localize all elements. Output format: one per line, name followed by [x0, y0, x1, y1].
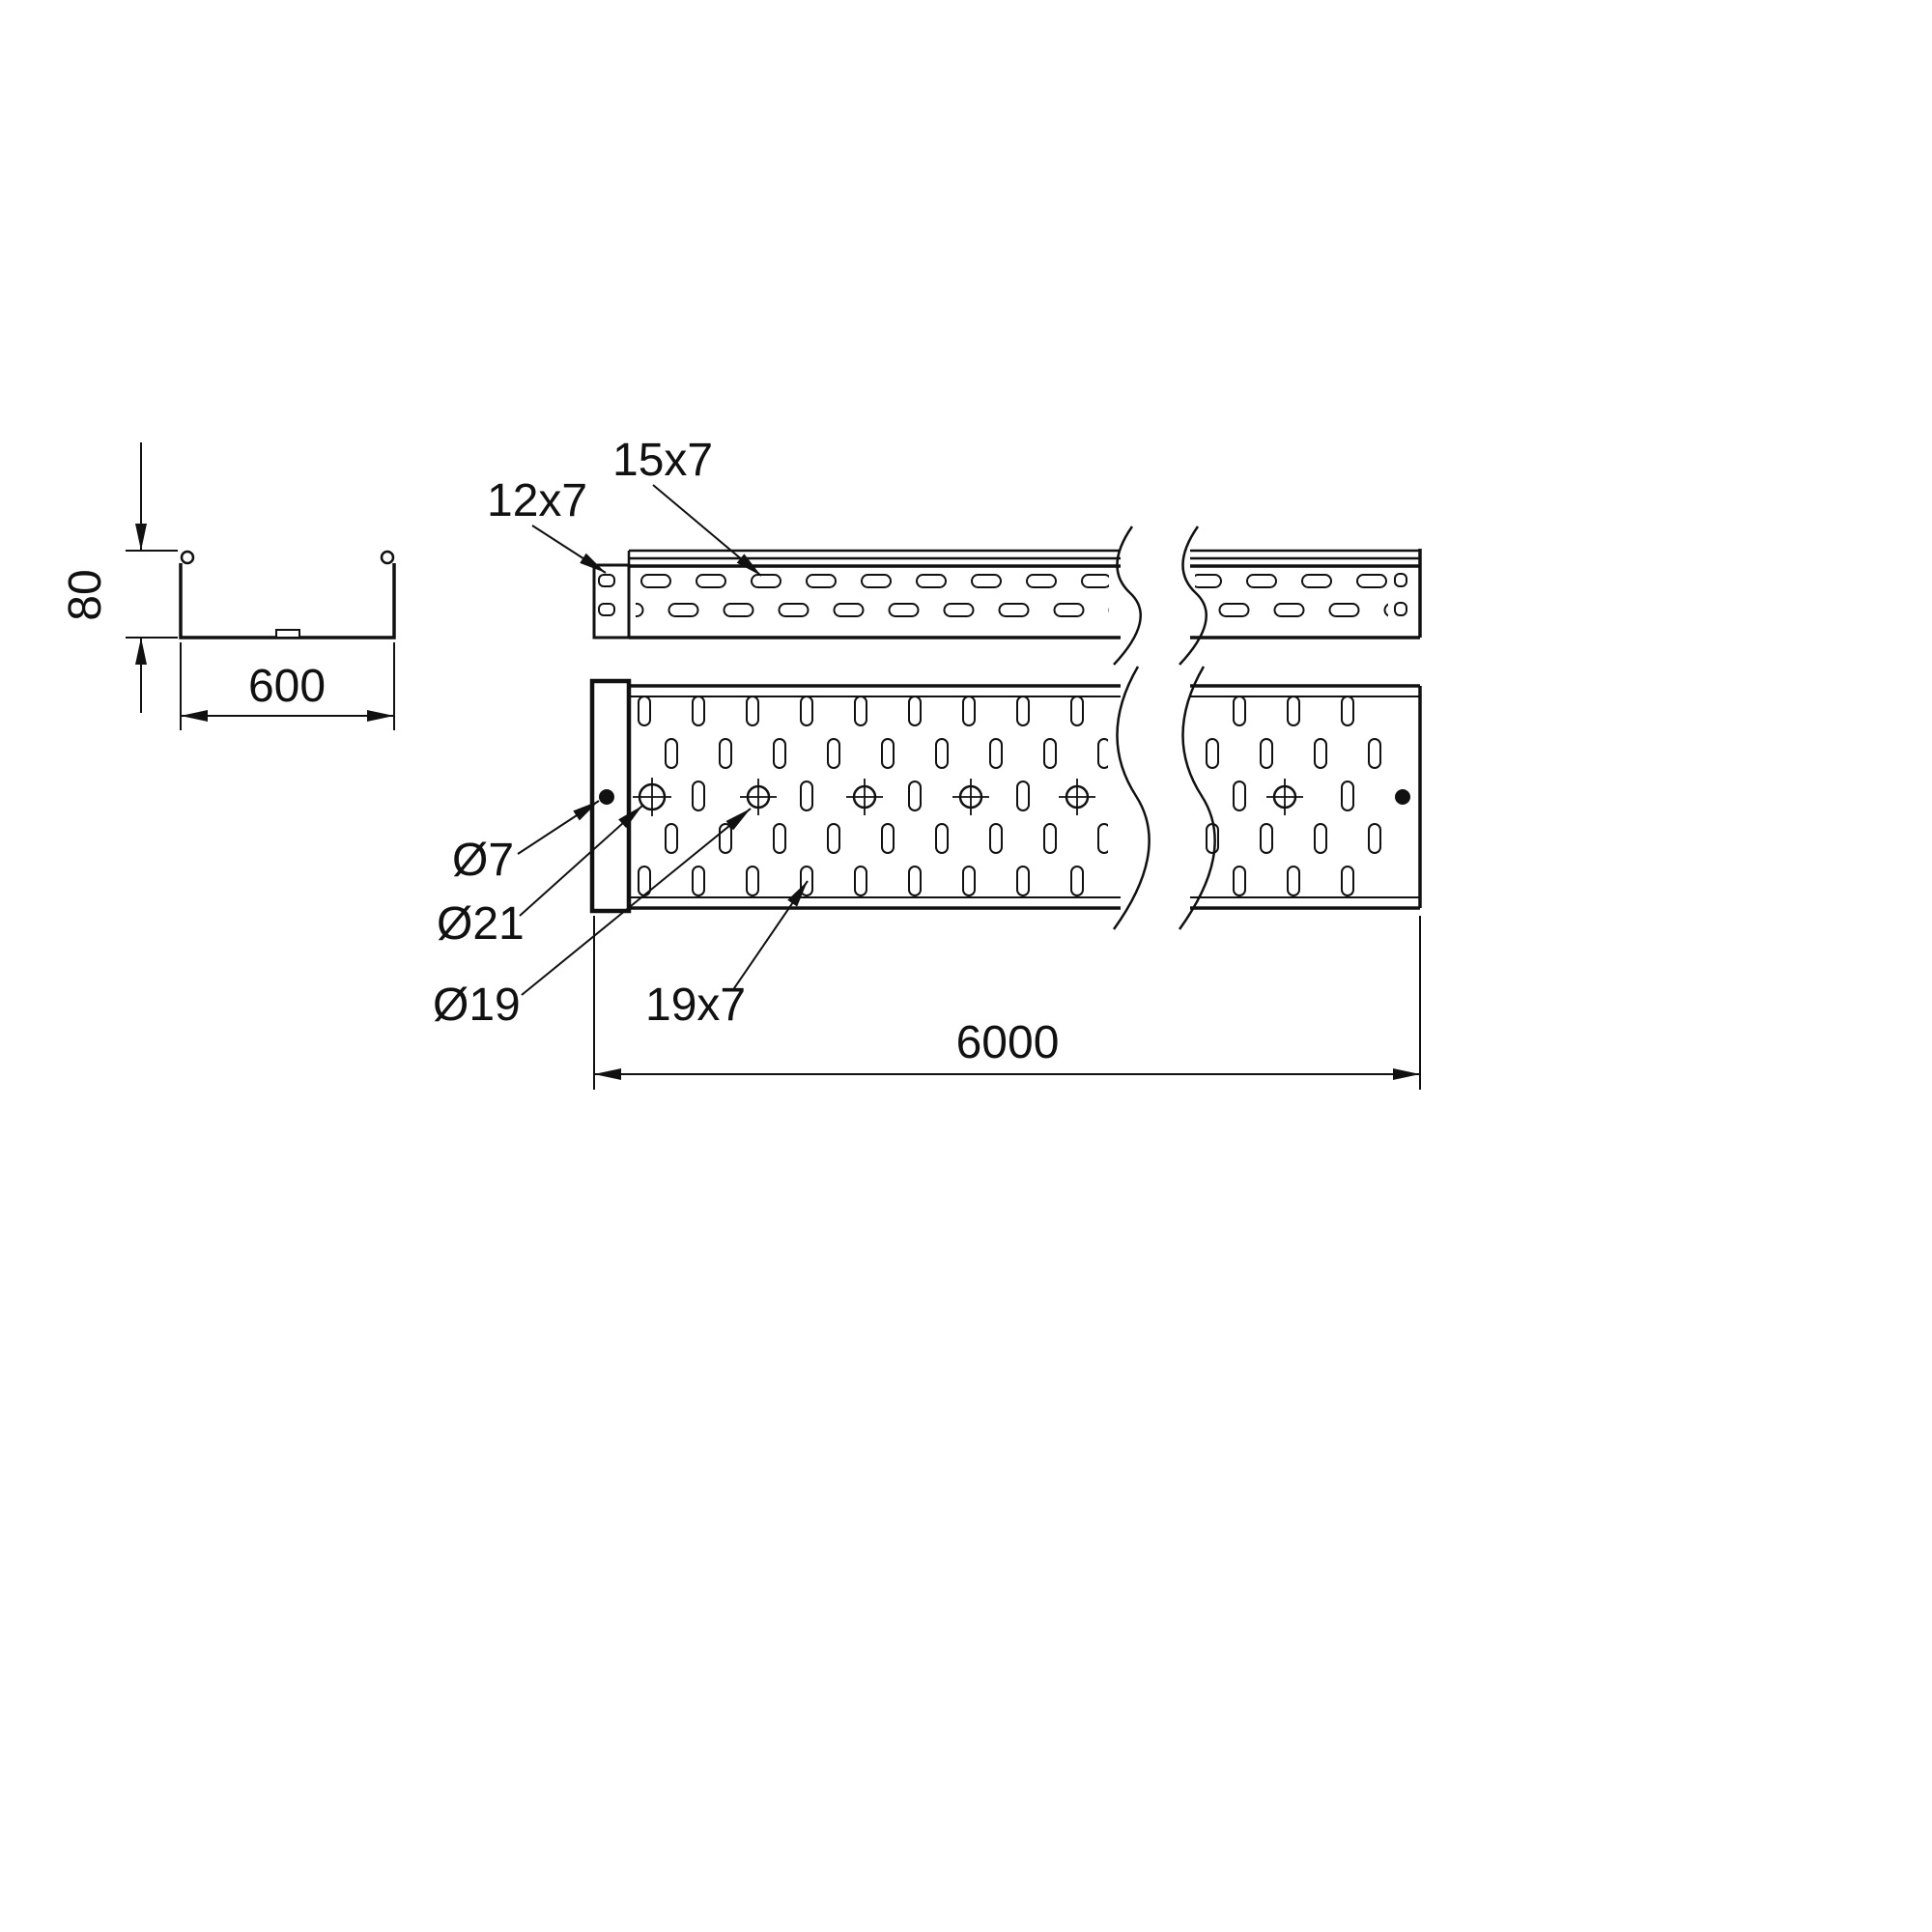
hole-mid	[1266, 779, 1303, 815]
break-line	[1178, 666, 1216, 930]
length-dimension: 6000	[593, 916, 1421, 1090]
left-wall-bead	[180, 550, 195, 565]
end-slot	[1394, 602, 1407, 616]
label-end-slot: 12x7	[487, 475, 587, 526]
leader-large-hole	[519, 805, 643, 917]
rivet-hole	[1395, 789, 1410, 805]
label-large-hole: Ø21	[437, 898, 525, 950]
cross-section-view	[179, 550, 396, 639]
break-line	[1179, 526, 1208, 666]
dimension-text-width: 600	[248, 661, 326, 712]
leader-end-slot	[531, 525, 607, 574]
plan-view	[589, 666, 1422, 930]
width-dimension: 600	[180, 642, 395, 730]
dimension-text-length: 6000	[956, 1017, 1060, 1068]
height-dimension: 80	[60, 442, 178, 713]
hole-mid	[740, 779, 777, 815]
hole-large	[633, 778, 671, 816]
break-line	[1112, 666, 1151, 930]
leader-side-slot	[652, 484, 762, 577]
annotations: 15x7 12x7 Ø7 Ø21 Ø19 19x7	[433, 435, 809, 1031]
hole-mid	[1059, 779, 1095, 815]
side-slot-field	[1195, 566, 1388, 638]
label-mid-hole: Ø19	[433, 980, 521, 1031]
leader-bottom-slot	[731, 880, 809, 992]
bottom-slot-edge-mark	[275, 629, 300, 639]
leader-mid-hole	[521, 808, 752, 996]
right-wall-bead	[380, 550, 395, 565]
side-slot-field	[636, 566, 1109, 638]
label-side-slot: 15x7	[612, 435, 713, 486]
hole-mid	[952, 779, 989, 815]
label-bottom-slot: 19x7	[645, 980, 746, 1031]
side-view	[592, 526, 1422, 666]
coupler-slot	[598, 574, 615, 587]
hole-mid	[846, 779, 883, 815]
rivet-hole	[599, 789, 614, 805]
hanger-holes	[633, 778, 1303, 816]
dimension-text-height: 80	[60, 569, 111, 620]
coupler-slot	[598, 603, 615, 616]
leader-small-hole	[517, 800, 600, 855]
label-small-hole: Ø7	[452, 835, 514, 886]
break-line	[1113, 526, 1142, 666]
end-slot	[1394, 573, 1407, 587]
